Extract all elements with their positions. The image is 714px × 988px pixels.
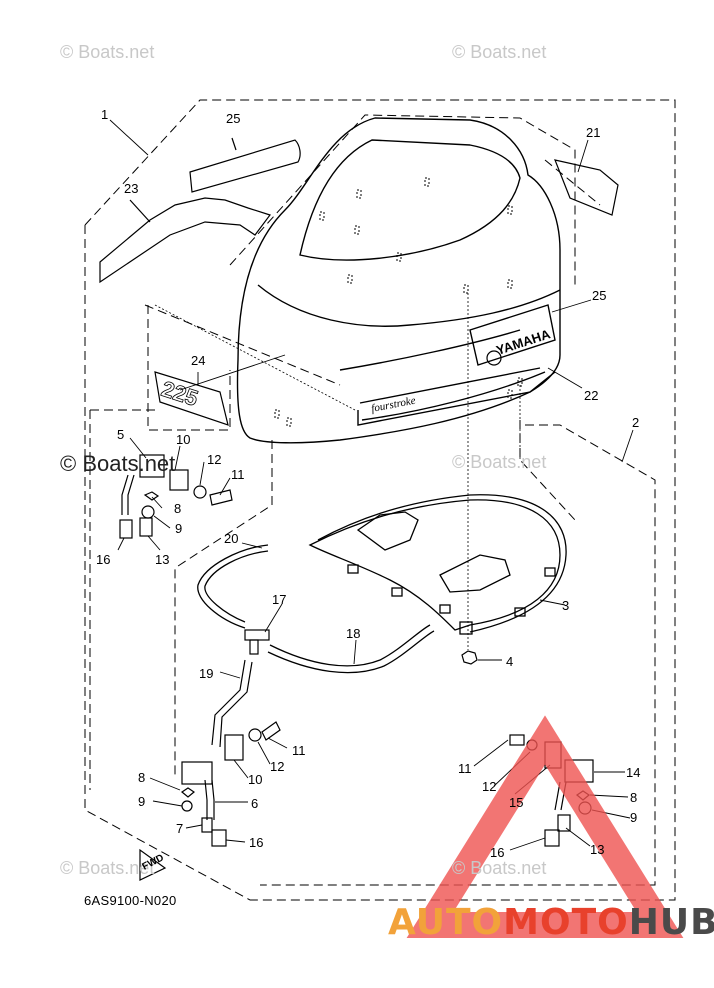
callout-14: 14 bbox=[626, 765, 641, 780]
hardware-left-upper bbox=[119, 454, 233, 539]
decal-25-top bbox=[189, 137, 301, 193]
hose-joint-17 bbox=[244, 629, 270, 655]
callout-8-upper: 8 bbox=[174, 501, 182, 516]
callout-11-upper: 11 bbox=[231, 467, 245, 482]
bottom-cowling-seal bbox=[308, 494, 567, 635]
decal-21 bbox=[554, 159, 619, 216]
callout-11-lower-right: 11 bbox=[458, 761, 472, 776]
decal-model-text: 225 bbox=[158, 376, 201, 411]
callout-12-lower-left: 12 bbox=[270, 759, 285, 774]
diagram-code: 6AS9100-N020 bbox=[84, 893, 177, 908]
hose-19 bbox=[211, 659, 253, 748]
callout-16-lower-right: 16 bbox=[490, 845, 505, 860]
callout-8-lower-right: 8 bbox=[630, 790, 638, 805]
callout-24: 24 bbox=[191, 353, 206, 368]
callout-15: 15 bbox=[509, 795, 524, 810]
callout-18: 18 bbox=[346, 626, 361, 641]
callout-7: 7 bbox=[176, 821, 184, 836]
decal-24 bbox=[154, 371, 229, 426]
brand-wordmark: AUTOMOTOHUB bbox=[388, 902, 714, 943]
top-cowling bbox=[236, 117, 561, 444]
callout-9-lower-left: 9 bbox=[138, 794, 146, 809]
callout-25-top: 25 bbox=[226, 111, 241, 126]
callout-20: 20 bbox=[224, 531, 239, 546]
watermark-top-right: © Boats.net bbox=[452, 42, 547, 62]
watermark-bottom-right: © Boats.net bbox=[452, 858, 547, 878]
callout-13-lower: 13 bbox=[590, 842, 605, 857]
callout-12-lower-right: 12 bbox=[482, 779, 497, 794]
watermark-mid-right: © Boats.net bbox=[452, 452, 547, 472]
decal-yamaha-text: YAMAHA bbox=[494, 326, 552, 358]
callout-9-lower-right: 9 bbox=[630, 810, 638, 825]
callout-19: 19 bbox=[199, 666, 214, 681]
callout-16-lower-left: 16 bbox=[249, 835, 264, 850]
guide-lines bbox=[154, 304, 521, 460]
callout-8-lower-left: 8 bbox=[138, 770, 146, 785]
callout-2: 2 bbox=[632, 415, 640, 430]
brand-part-auto: AUTO bbox=[388, 902, 504, 943]
callout-25-right: 25 bbox=[592, 288, 607, 303]
callout-10-upper: 10 bbox=[176, 432, 191, 447]
cowling-slots bbox=[274, 177, 523, 427]
callout-12-upper: 12 bbox=[207, 452, 222, 467]
callout-22: 22 bbox=[584, 388, 599, 403]
callout-13-upper: 13 bbox=[155, 552, 170, 567]
callout-23: 23 bbox=[124, 181, 139, 196]
yamaha-logo-icon bbox=[486, 350, 502, 366]
hose-18 bbox=[267, 624, 435, 674]
callout-16-upper: 16 bbox=[96, 552, 111, 567]
watermark-bottom-left: © Boats.net bbox=[60, 858, 155, 878]
callout-5: 5 bbox=[117, 427, 125, 442]
callout-1: 1 bbox=[101, 107, 109, 122]
watermark-mid-left: © Boats.net bbox=[60, 451, 176, 476]
callout-4: 4 bbox=[506, 654, 514, 669]
callout-6: 6 bbox=[251, 796, 259, 811]
callout-3: 3 bbox=[562, 598, 570, 613]
decal-23 bbox=[99, 197, 271, 284]
callout-11-lower-left: 11 bbox=[292, 743, 306, 758]
assembly-boundary bbox=[84, 99, 676, 901]
callout-21: 21 bbox=[586, 125, 601, 140]
hose-20 bbox=[197, 544, 269, 629]
nut-4 bbox=[461, 650, 478, 665]
callout-17: 17 bbox=[272, 592, 287, 607]
brand-triangle-logo bbox=[406, 715, 684, 938]
watermark-top-left: © Boats.net bbox=[60, 42, 155, 62]
callout-10-lower: 10 bbox=[248, 772, 263, 787]
brand-part-hub: HUB bbox=[628, 902, 714, 943]
callout-9-upper: 9 bbox=[175, 521, 183, 536]
brand-part-moto: MOTO bbox=[503, 902, 629, 943]
